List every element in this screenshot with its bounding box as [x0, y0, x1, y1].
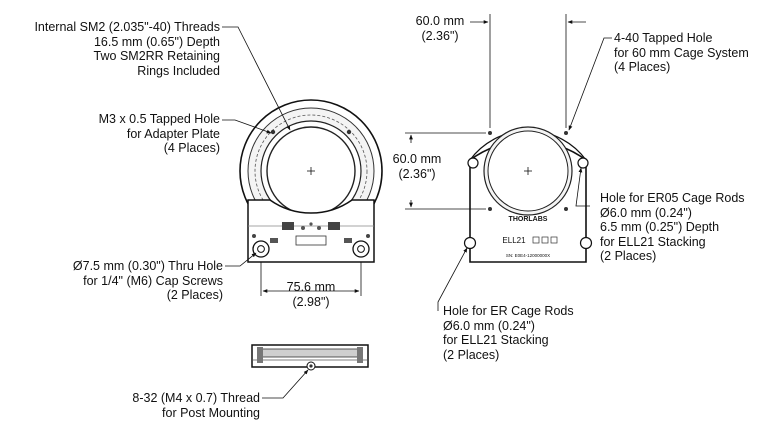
callout-threads: Internal SM2 (2.035"-40) Threads 16.5 mm… — [34, 20, 220, 78]
serial-mark: SN: E0E4-12000000X — [506, 253, 550, 258]
callout-thru-hole: Ø7.5 mm (0.30") Thru Hole for 1/4" (M6) … — [72, 259, 223, 302]
bottom-view — [251, 344, 369, 371]
leader-lines — [222, 26, 612, 399]
dim-label-cage-vertical: 60.0 mm (2.36") — [392, 152, 442, 181]
front-view — [239, 99, 383, 263]
callout-er05-hole: Hole for ER05 Cage Rods Ø6.0 mm (0.24") … — [600, 191, 745, 263]
model-mark: ELL21 — [502, 236, 526, 245]
callout-m3-hole: M3 x 0.5 Tapped Hole for Adapter Plate (… — [98, 112, 220, 155]
dim-label-width-front: 75.6 mm (2.98") — [286, 280, 336, 309]
back-view: THORLABS ELL21 SN: E0E4-12000000X — [463, 126, 593, 263]
dim-cage-vertical — [405, 132, 486, 210]
brand-mark: THORLABS — [509, 216, 548, 223]
dim-cage-horizontal — [470, 14, 586, 128]
callout-post-thread: 8-32 (M4 x 0.7) Thread for Post Mounting — [132, 391, 260, 420]
dim-width-front — [260, 262, 362, 296]
dim-label-cage-horizontal: 60.0 mm (2.36") — [415, 14, 465, 43]
callout-er-hole: Hole for ER Cage Rods Ø6.0 mm (0.24") fo… — [443, 304, 574, 362]
callout-tapped-440: 4-40 Tapped Hole for 60 mm Cage System (… — [614, 31, 749, 74]
